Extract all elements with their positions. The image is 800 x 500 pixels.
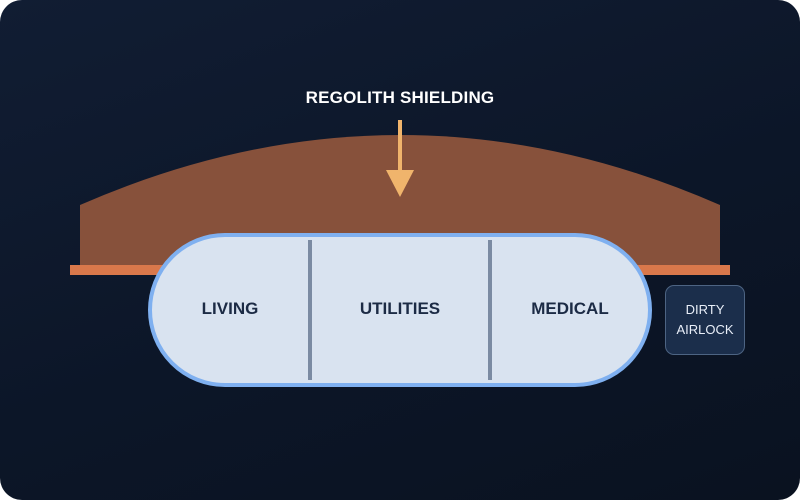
module-label-medical: MEDICAL [531, 299, 609, 318]
dirty-airlock-box: DIRTY AIRLOCK [665, 285, 745, 355]
habitat-module-capsule [148, 233, 652, 387]
regolith-shielding-label: REGOLITH SHIELDING [305, 88, 495, 107]
shielding-arrow-head [386, 170, 414, 197]
module-label-living: LIVING [201, 299, 259, 318]
airlock-label-line1: DIRTY [685, 302, 725, 317]
module-label-utilities: UTILITIES [359, 299, 441, 318]
airlock-label-line2: AIRLOCK [676, 322, 734, 337]
